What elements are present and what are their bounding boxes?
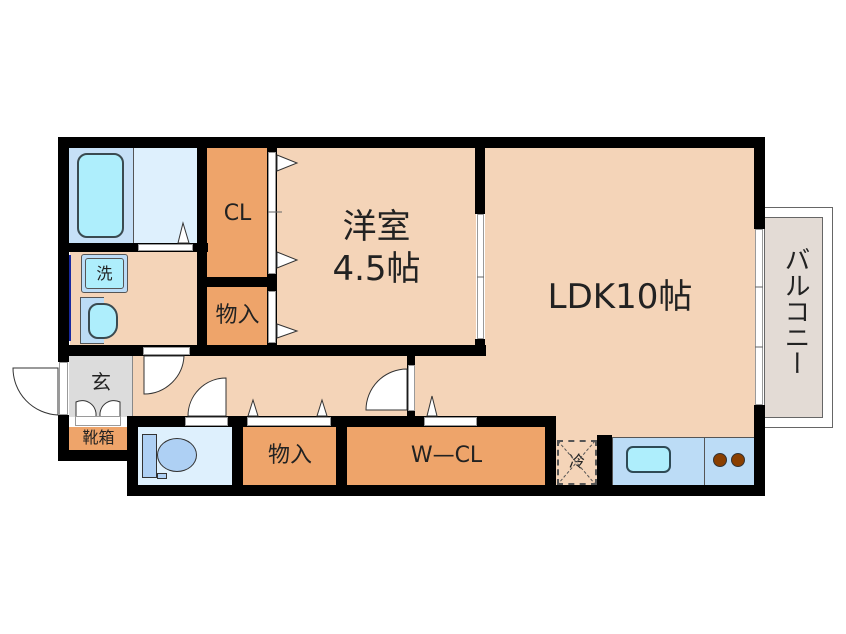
stove-burner-icon-2 bbox=[731, 453, 745, 467]
shower-area bbox=[134, 148, 198, 244]
entrance: 玄 bbox=[69, 356, 133, 417]
wall-western-ldk-upper bbox=[475, 137, 485, 214]
storage-lower-label: 物入 bbox=[267, 443, 312, 468]
washroom-door-frame[interactable] bbox=[143, 347, 190, 355]
western-ldk-sliding-door[interactable] bbox=[477, 214, 484, 339]
ldk-door-frame[interactable] bbox=[408, 365, 415, 411]
refrigerator-space: 冷 bbox=[557, 440, 597, 485]
walk-in-closet-label: W—CL bbox=[410, 443, 483, 468]
toilet-icon bbox=[142, 434, 157, 478]
wall-washroom-bottom bbox=[58, 345, 486, 356]
wall-bottom bbox=[127, 485, 765, 496]
wall-top bbox=[58, 137, 765, 148]
wall-closet-storage bbox=[207, 277, 277, 287]
western-room: 洋室 4.5帖 bbox=[277, 148, 476, 346]
wall-toilet-storage bbox=[232, 416, 243, 496]
balcony-label: バルコニー bbox=[780, 246, 810, 376]
balcony: バルコニー bbox=[764, 217, 823, 418]
western-room-name: 洋室 bbox=[342, 207, 411, 247]
western-room-size: 4.5帖 bbox=[332, 249, 421, 289]
toilet-bowl bbox=[157, 438, 197, 472]
walk-in-closet: W—CL bbox=[347, 427, 546, 486]
closet-door[interactable] bbox=[268, 152, 276, 274]
wall-left-upper bbox=[58, 137, 69, 362]
closet: CL bbox=[207, 148, 268, 278]
wall-right-upper bbox=[754, 137, 765, 229]
storage-lower-door[interactable] bbox=[247, 417, 331, 426]
ldk-lower-floor bbox=[414, 355, 755, 417]
wall-bath-closet bbox=[197, 137, 207, 356]
storage-upper: 物入 bbox=[207, 287, 268, 346]
wall-right-lower bbox=[754, 405, 765, 496]
counter-divider bbox=[704, 437, 705, 486]
balcony-window[interactable] bbox=[755, 229, 763, 405]
shoe-box-label: 靴箱 bbox=[82, 428, 115, 447]
bathtub-icon bbox=[77, 153, 124, 238]
washing-machine-label: 洗 bbox=[96, 264, 113, 283]
shoe-box: 靴箱 bbox=[69, 427, 128, 450]
bath-door[interactable] bbox=[138, 244, 193, 251]
wcl-door[interactable] bbox=[424, 417, 477, 426]
entrance-label: 玄 bbox=[91, 370, 111, 394]
storage-upper-label: 物入 bbox=[215, 303, 260, 328]
closet-label: CL bbox=[223, 201, 252, 226]
ldk-label: LDK10帖 bbox=[547, 277, 693, 317]
washroom-blue-line bbox=[69, 255, 71, 341]
entrance-door-frame[interactable] bbox=[59, 362, 68, 415]
wall-left-lower bbox=[58, 415, 69, 461]
toilet-door-frame[interactable] bbox=[185, 417, 228, 426]
wall-toilet-left bbox=[127, 416, 138, 496]
storage-lower: 物入 bbox=[243, 427, 337, 486]
refrigerator-label: 冷 bbox=[568, 452, 585, 471]
stove-burner-icon bbox=[713, 453, 727, 467]
washing-machine-space: 洗 bbox=[81, 254, 128, 293]
vanity-sink-icon bbox=[88, 303, 118, 339]
wall-western-ldk-lower bbox=[475, 339, 485, 356]
wall-wcl-right bbox=[545, 416, 556, 496]
wall-fridge-kitchen bbox=[597, 435, 612, 486]
wall-shoebox-bottom bbox=[58, 450, 138, 461]
shoe-box-doors[interactable] bbox=[75, 416, 121, 426]
toilet-tank-tab bbox=[157, 473, 167, 479]
storage-upper-door[interactable] bbox=[268, 291, 276, 343]
kitchen-sink-icon bbox=[626, 446, 671, 473]
wall-storage-wcl bbox=[336, 416, 347, 496]
